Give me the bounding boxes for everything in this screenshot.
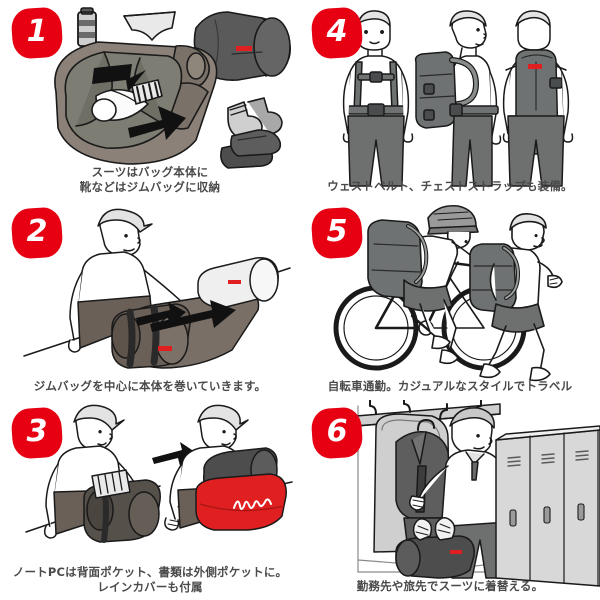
illustration-step-4 [342,10,574,187]
caption-line: レインカバーも付属 [97,580,203,594]
caption-line: スーツはバッグ本体に [91,165,209,179]
step-badge-1: 1 [10,6,64,60]
panel-step-4: 4 ウェストベルト、チェストストラップも装備。 [300,0,600,200]
figure-rear-view [502,10,574,187]
caption-step-2: ジムバッグを中心に本体を巻いていきます。 [0,379,300,394]
panel-step-3: 3 ノートPCは背面ポケット、書類は外側ポケットに。 レインカバーも付属 [0,400,300,600]
panel-step-2: 2 ジムバッグを中心に本体を巻いていきます。 [0,200,300,400]
fold-arrows [92,64,186,140]
shoes-icon [220,129,282,169]
step-badge-5: 5 [310,206,364,260]
figure-side-view [414,10,502,187]
step-badge-4: 4 [310,6,364,60]
lockers [495,425,600,587]
step-number: 1 [26,14,48,49]
illustration-step-1 [54,7,291,169]
step-badge-2: 2 [10,206,64,260]
caption-line: 勤務先や旅先でスーツに着替える。 [356,579,544,593]
caption-line: 自転車通勤。カジュアルなスタイルでトラベル [327,379,573,393]
caption-step-3: ノートPCは背面ポケット、書類は外側ポケットに。 レインカバーも付属 [0,565,300,595]
runner-figure [469,213,563,382]
bottle-icon [77,7,97,47]
caption-line: ノートPCは背面ポケット、書類は外側ポケットに。 [12,565,288,579]
panel-step-5: 5 自転車通勤。カジュアルなスタイルでトラベル [300,200,600,400]
caption-step-1: スーツはバッグ本体に 靴などはジムバッグに収納 [0,165,300,195]
caption-line: 靴などはジムバッグに収納 [79,180,221,194]
panel-step-1: 1 スーツはバッグ本体に 靴などはジムバッグに収納 [0,0,300,200]
illustration-step-5 [333,204,563,382]
panel-step-6: 6 勤務先や旅先でスーツに着替える。 [300,400,600,600]
rain-cover-red [195,447,287,531]
ghost-bag-target [197,257,279,309]
illustration-step-3 [25,404,293,543]
step-number: 2 [26,214,48,249]
caption-step-4: ウェストベルト、チェストストラップも装備。 [300,179,600,194]
illustration-step-2 [23,208,291,369]
underwear-icon [123,11,176,41]
duffel-on-bench [395,517,475,579]
roll-arrows [136,300,236,332]
illustration-step-6 [355,400,600,587]
rolled-bag-left [83,469,161,543]
cyclist-figure [367,204,489,365]
step-number: 4 [326,14,348,49]
step-number: 5 [326,214,348,249]
step-number: 3 [26,414,48,449]
caption-step-5: 自転車通勤。カジュアルなスタイルでトラベル [300,379,600,394]
figure-front-view [342,10,414,187]
step-badge-3: 3 [10,406,64,460]
step-badge-6: 6 [310,406,364,460]
caption-step-6: 勤務先や旅先でスーツに着替える。 [300,579,600,594]
step-number: 6 [326,414,348,449]
caption-line: ジムバッグを中心に本体を巻いていきます。 [33,379,267,393]
caption-line: ウェストベルト、チェストストラップも装備。 [327,179,573,193]
